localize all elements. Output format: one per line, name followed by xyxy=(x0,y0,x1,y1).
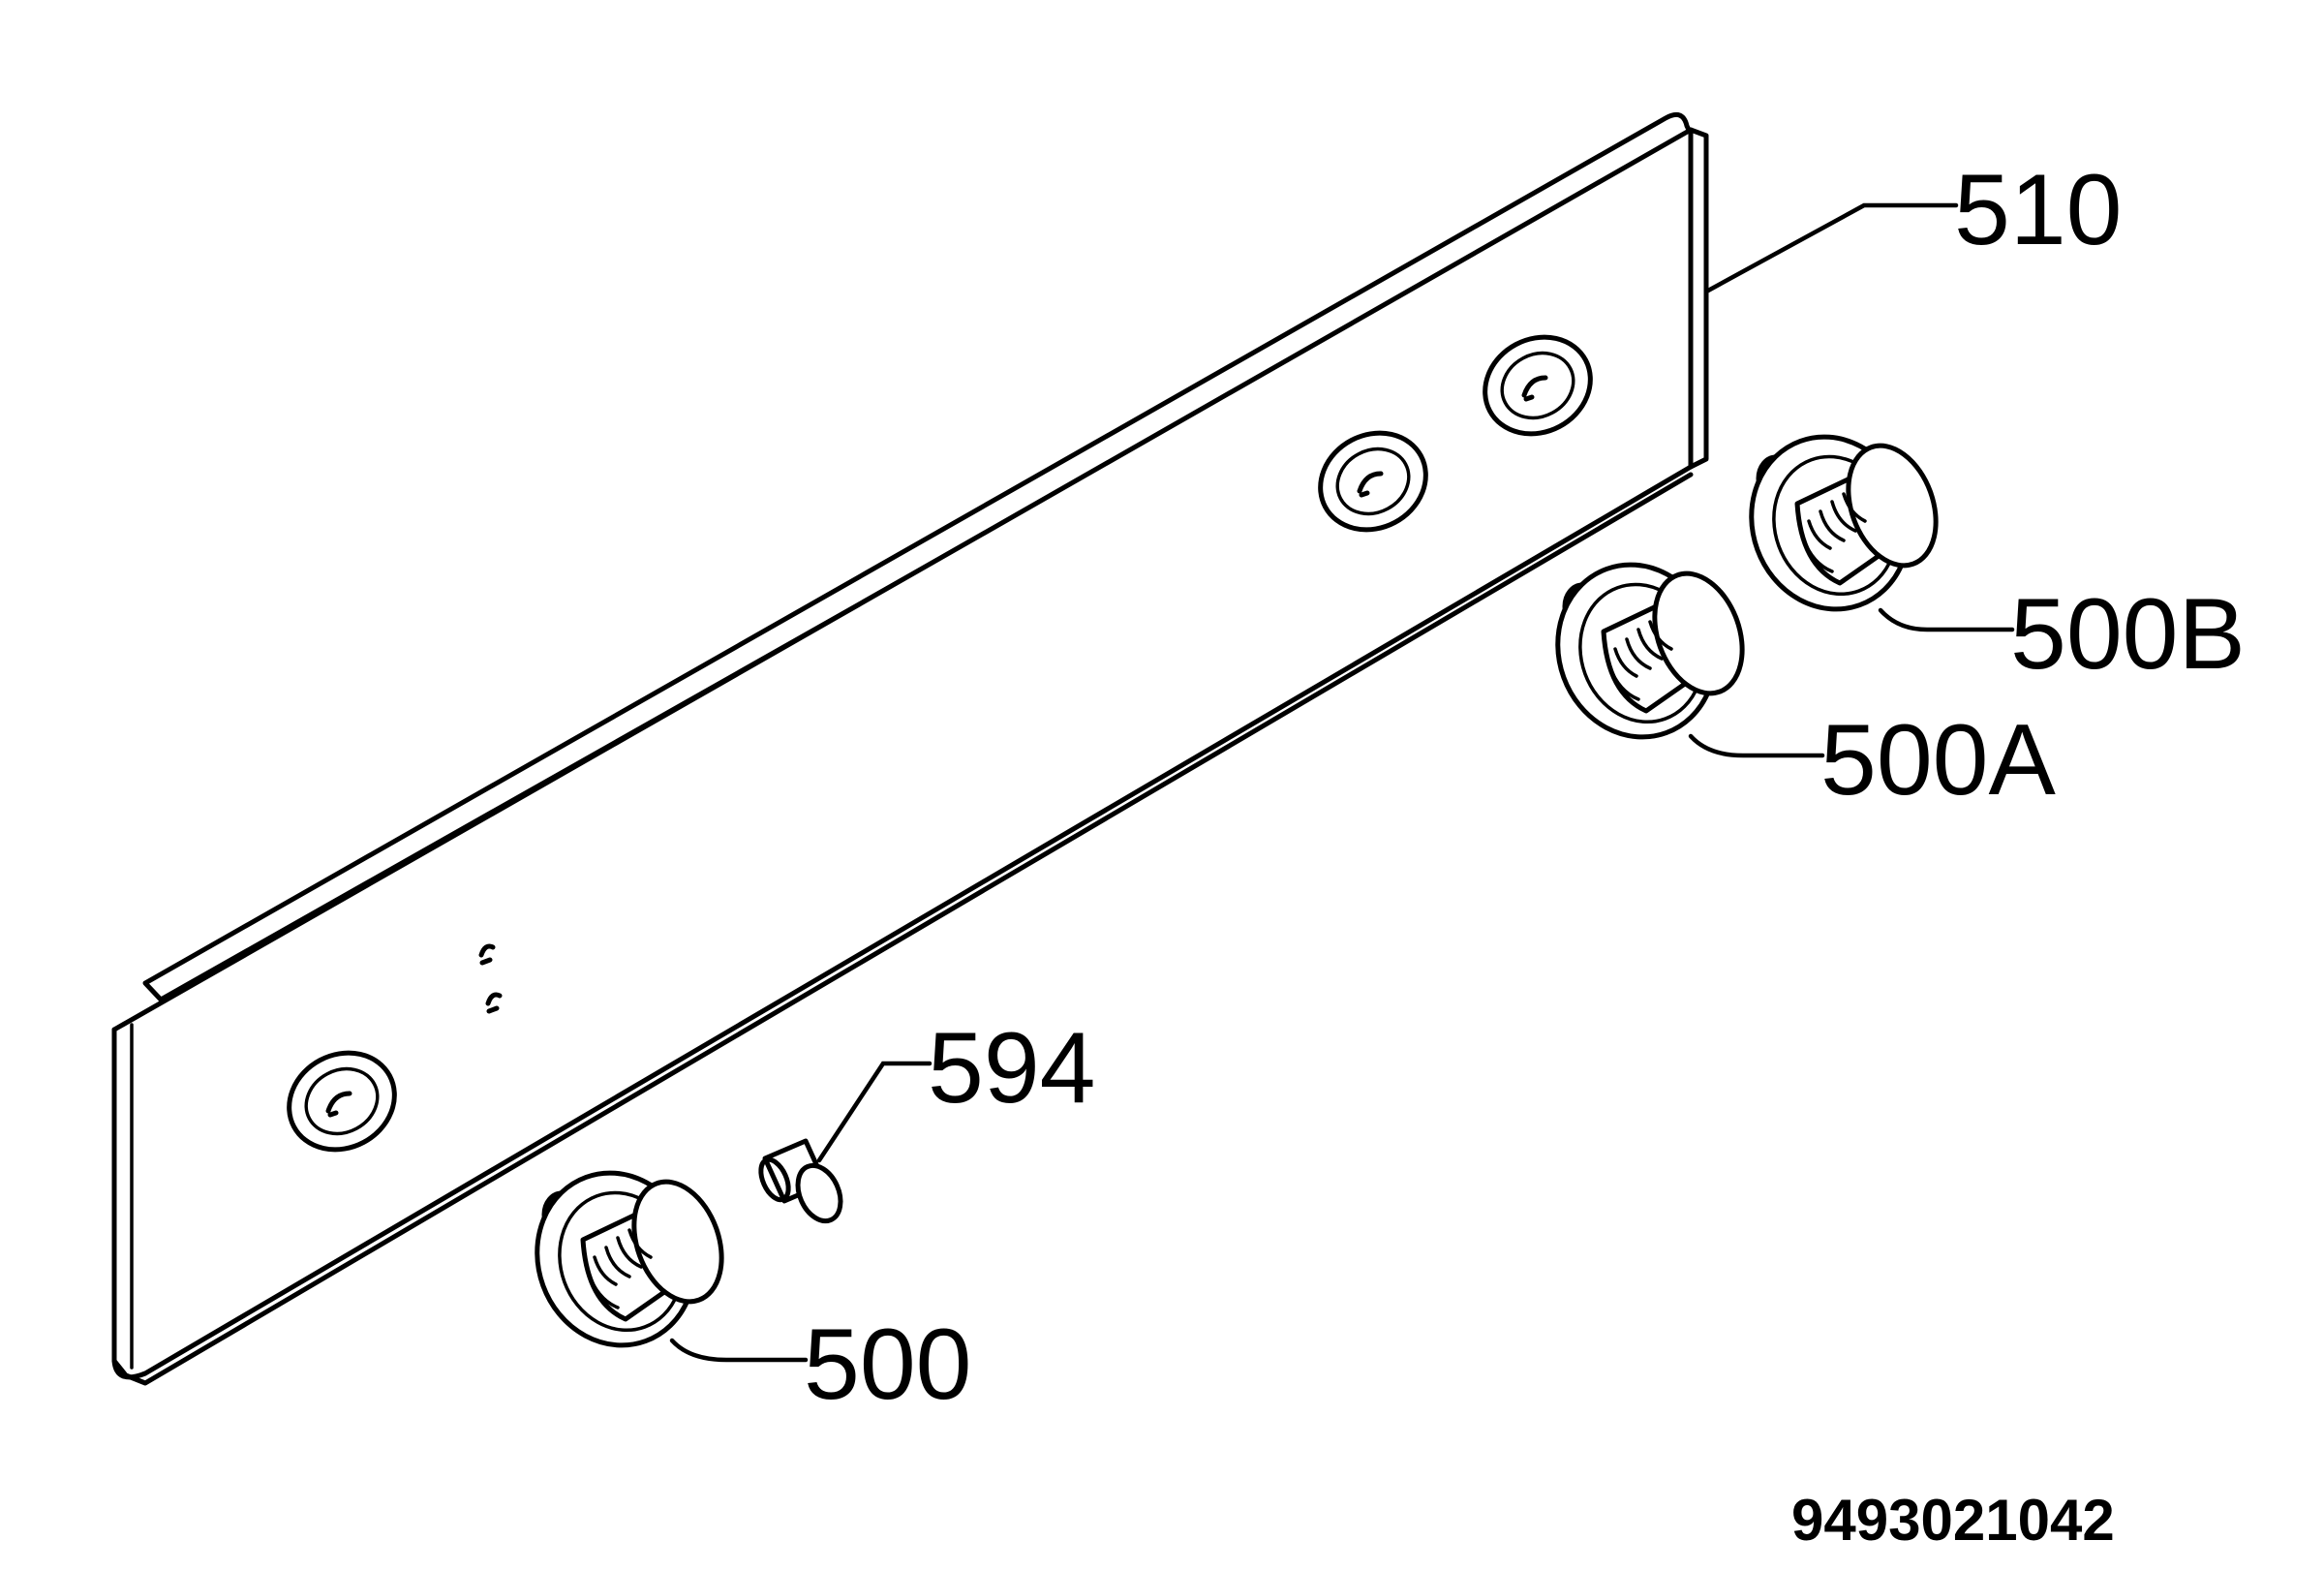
pin-icon xyxy=(758,1138,843,1224)
callout-label-500a: 500A xyxy=(1820,704,2057,816)
panel-opening-left-icon xyxy=(287,1050,397,1153)
callout-label-500b: 500B xyxy=(2010,578,2246,691)
panel-opening-right-top-icon xyxy=(1483,334,1593,437)
knob-icon xyxy=(535,1170,724,1348)
knob-icon xyxy=(1555,562,1745,740)
panel-opening-right-mid-icon xyxy=(1318,430,1428,533)
leader-line-500b xyxy=(1878,607,2015,632)
pin-holes-icon xyxy=(478,943,503,1014)
leader-line-500 xyxy=(669,1338,809,1363)
callout-label-594: 594 xyxy=(928,1012,1096,1124)
leader-line-594 xyxy=(816,1061,933,1163)
knob-icon xyxy=(1749,434,1939,612)
leader-line-500a xyxy=(1688,733,1825,758)
control-panel-icon xyxy=(111,111,1709,1386)
document-number: 9493021042 xyxy=(1791,1488,2115,1553)
leader-line-510 xyxy=(1705,202,1959,293)
callout-label-500: 500 xyxy=(804,1309,972,1421)
callout-label-510: 510 xyxy=(1954,154,2123,266)
